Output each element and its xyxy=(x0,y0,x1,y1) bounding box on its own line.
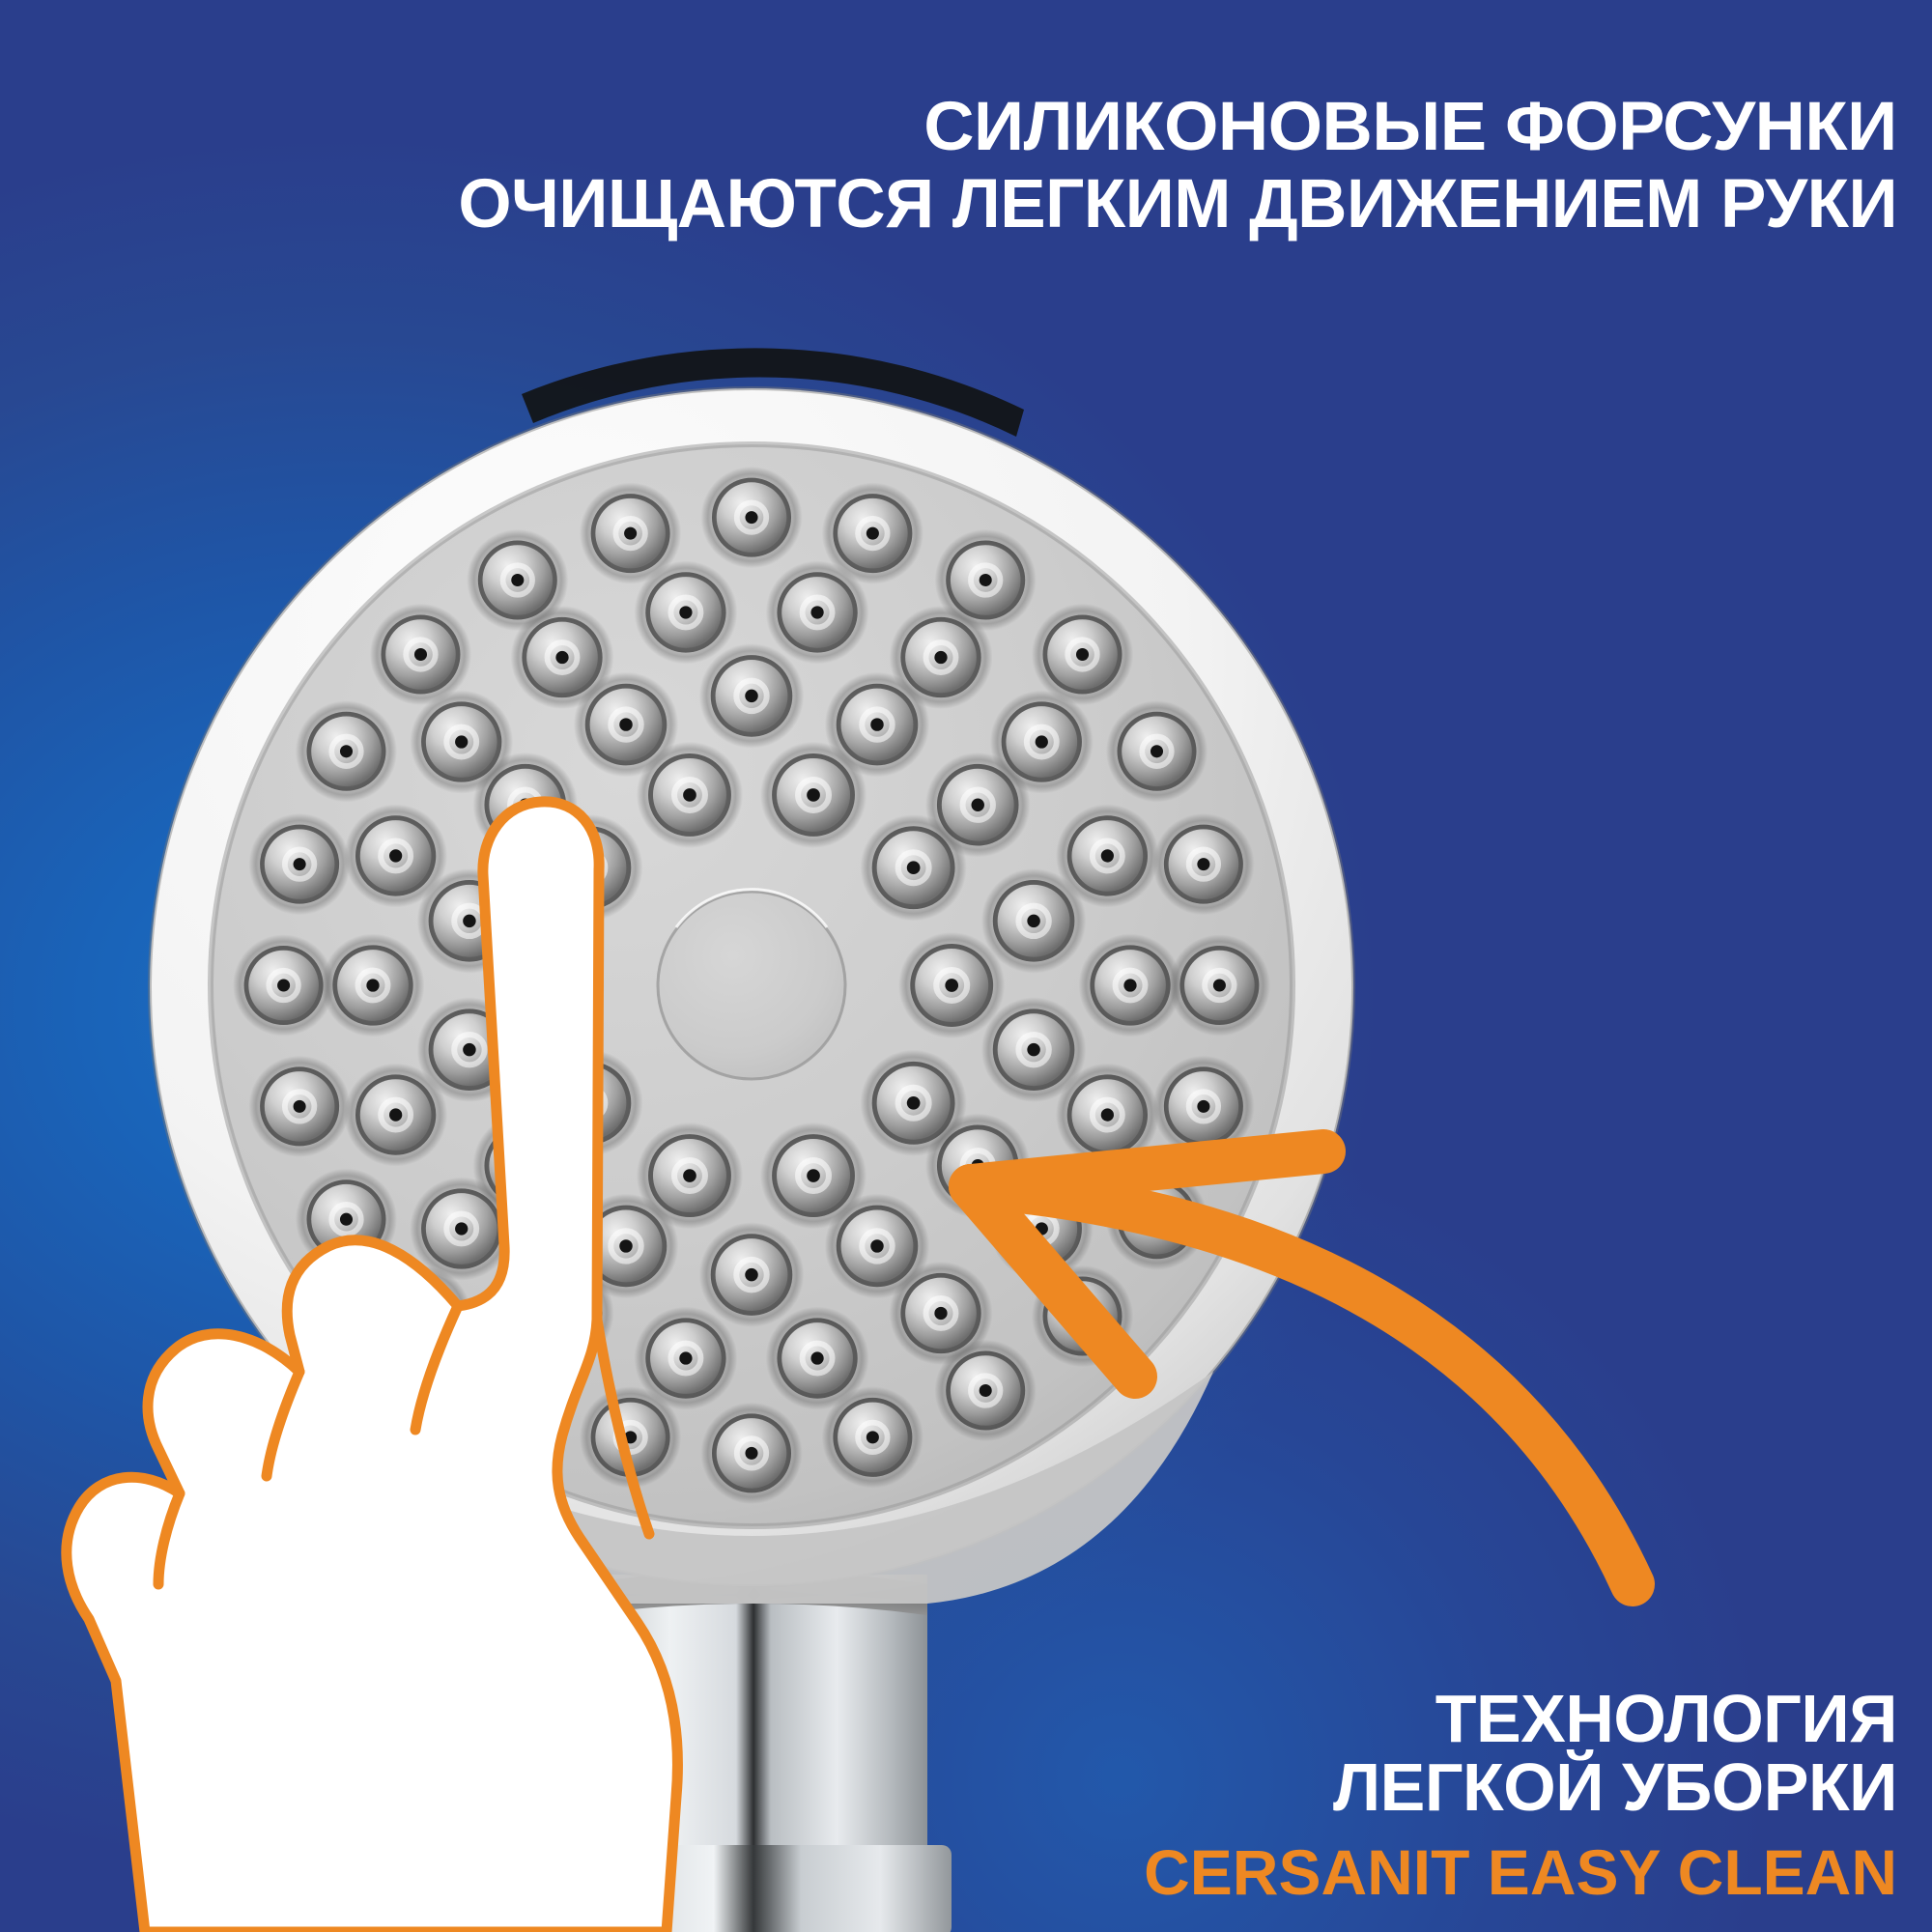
callout-line-1: ТЕХНОЛОГИЯ xyxy=(1435,1680,1898,1756)
callout-block: ТЕХНОЛОГИЯ ЛЕГКОЙ УБОРКИ CERSANIT EASY C… xyxy=(1144,1680,1898,1908)
headline-line-1: СИЛИКОНОВЫЕ ФОРСУНКИ xyxy=(923,89,1898,165)
headline-line-2: ОЧИЩАЮТСЯ ЛЕГКИМ ДВИЖЕНИЕМ РУКИ xyxy=(458,166,1897,242)
brand-label: CERSANIT EASY CLEAN xyxy=(1144,1835,1897,1908)
callout-line-2: ЛЕГКОЙ УБОРКИ xyxy=(1333,1749,1897,1826)
